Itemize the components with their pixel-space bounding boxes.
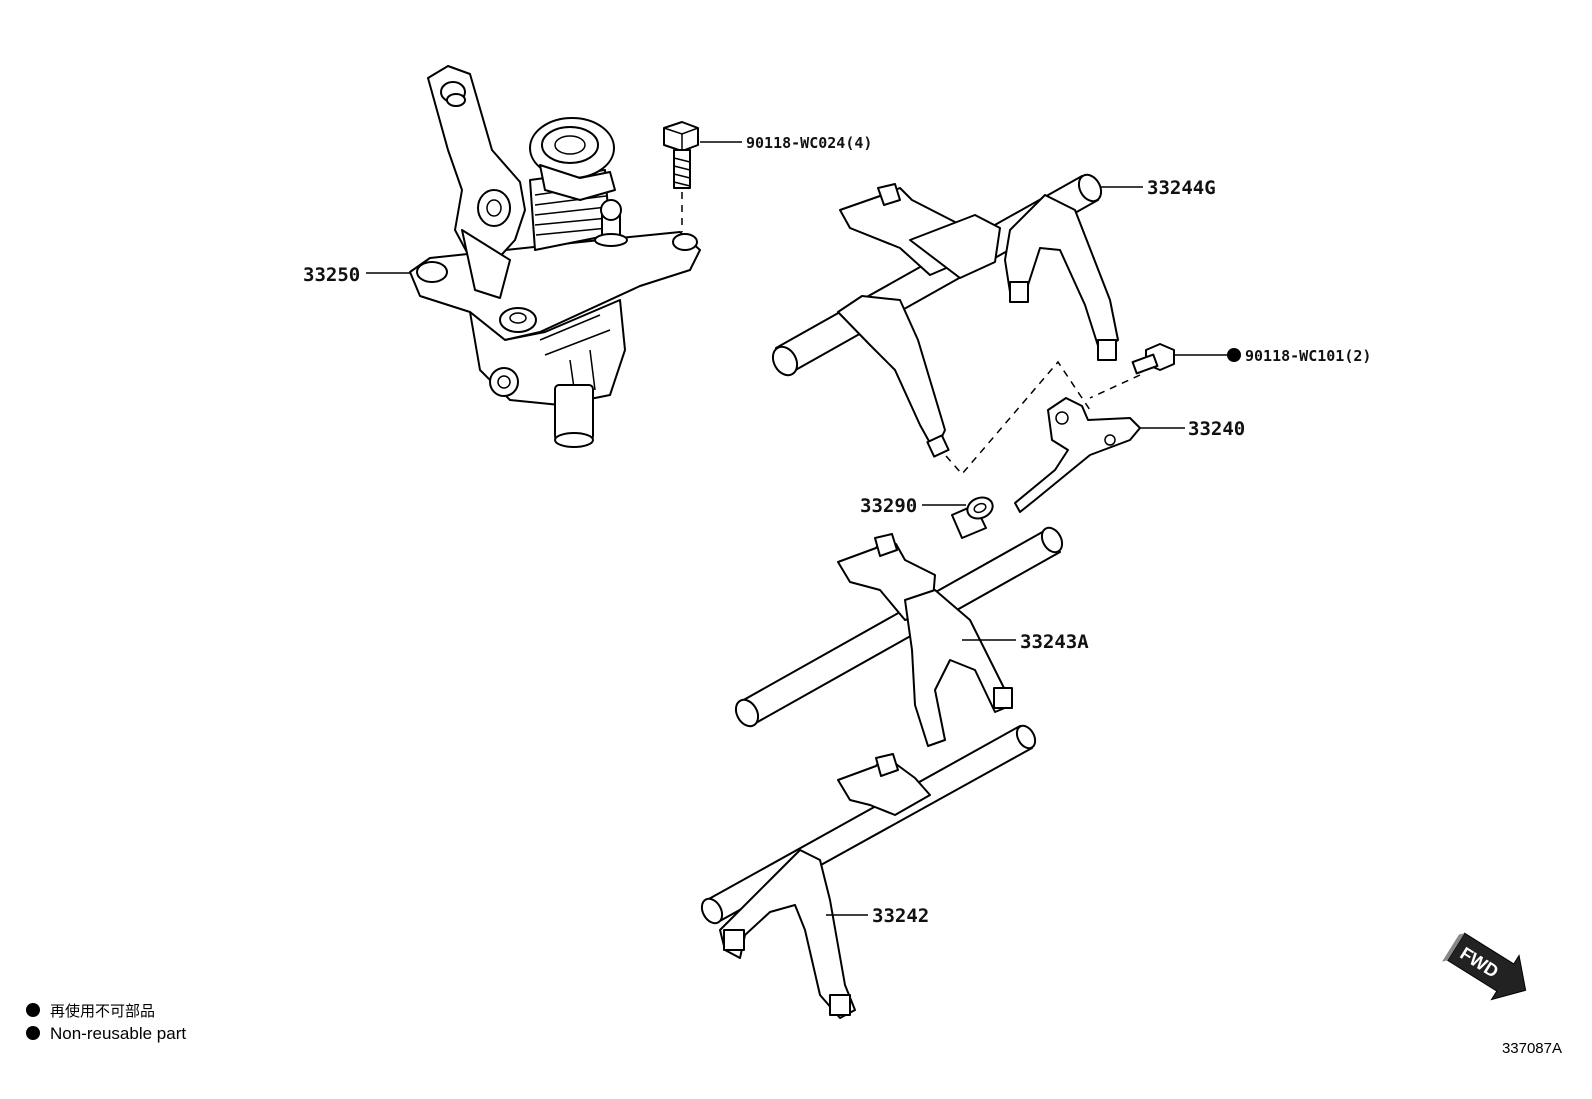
bullet-icon <box>26 1026 40 1040</box>
forward-direction-arrow: FWD <box>1442 932 1527 1001</box>
legend-english-text: Non-reusable part <box>50 1024 187 1043</box>
bullet-icon <box>26 1003 40 1017</box>
legend-english: Non-reusable part <box>26 1024 186 1044</box>
shift-fork-shaft-33243a <box>734 526 1064 747</box>
label-33290: 33290 <box>860 495 917 517</box>
leader-lines <box>366 141 1228 916</box>
legend-japanese-text: 再使用不可部品 <box>50 1002 156 1020</box>
label-33244g: 33244G <box>1147 177 1216 199</box>
assembly-guide-line <box>945 360 1141 476</box>
label-33240: 33240 <box>1188 418 1245 440</box>
legend-japanese: 再使用不可部品 <box>26 1000 155 1021</box>
shift-fork-shaft-33244g <box>771 173 1119 458</box>
interlock-plate-33240 <box>1014 397 1141 513</box>
non-reusable-marker-icon <box>1227 348 1241 362</box>
bolt-wc024 <box>663 121 699 232</box>
label-90118-wc101: 90118-WC101(2) <box>1245 347 1371 365</box>
bolt-wc101 <box>1131 343 1175 375</box>
label-90118-wc024: 90118-WC024(4) <box>746 134 872 152</box>
label-33243a: 33243A <box>1020 631 1089 653</box>
label-33242: 33242 <box>872 905 929 927</box>
pin-33290 <box>951 496 994 539</box>
label-33250: 33250 <box>303 264 360 286</box>
drawing-number: 337087A <box>1501 1040 1562 1057</box>
shift-fork-shaft-33242 <box>700 724 1037 1019</box>
shift-select-lever-assembly <box>409 65 701 448</box>
